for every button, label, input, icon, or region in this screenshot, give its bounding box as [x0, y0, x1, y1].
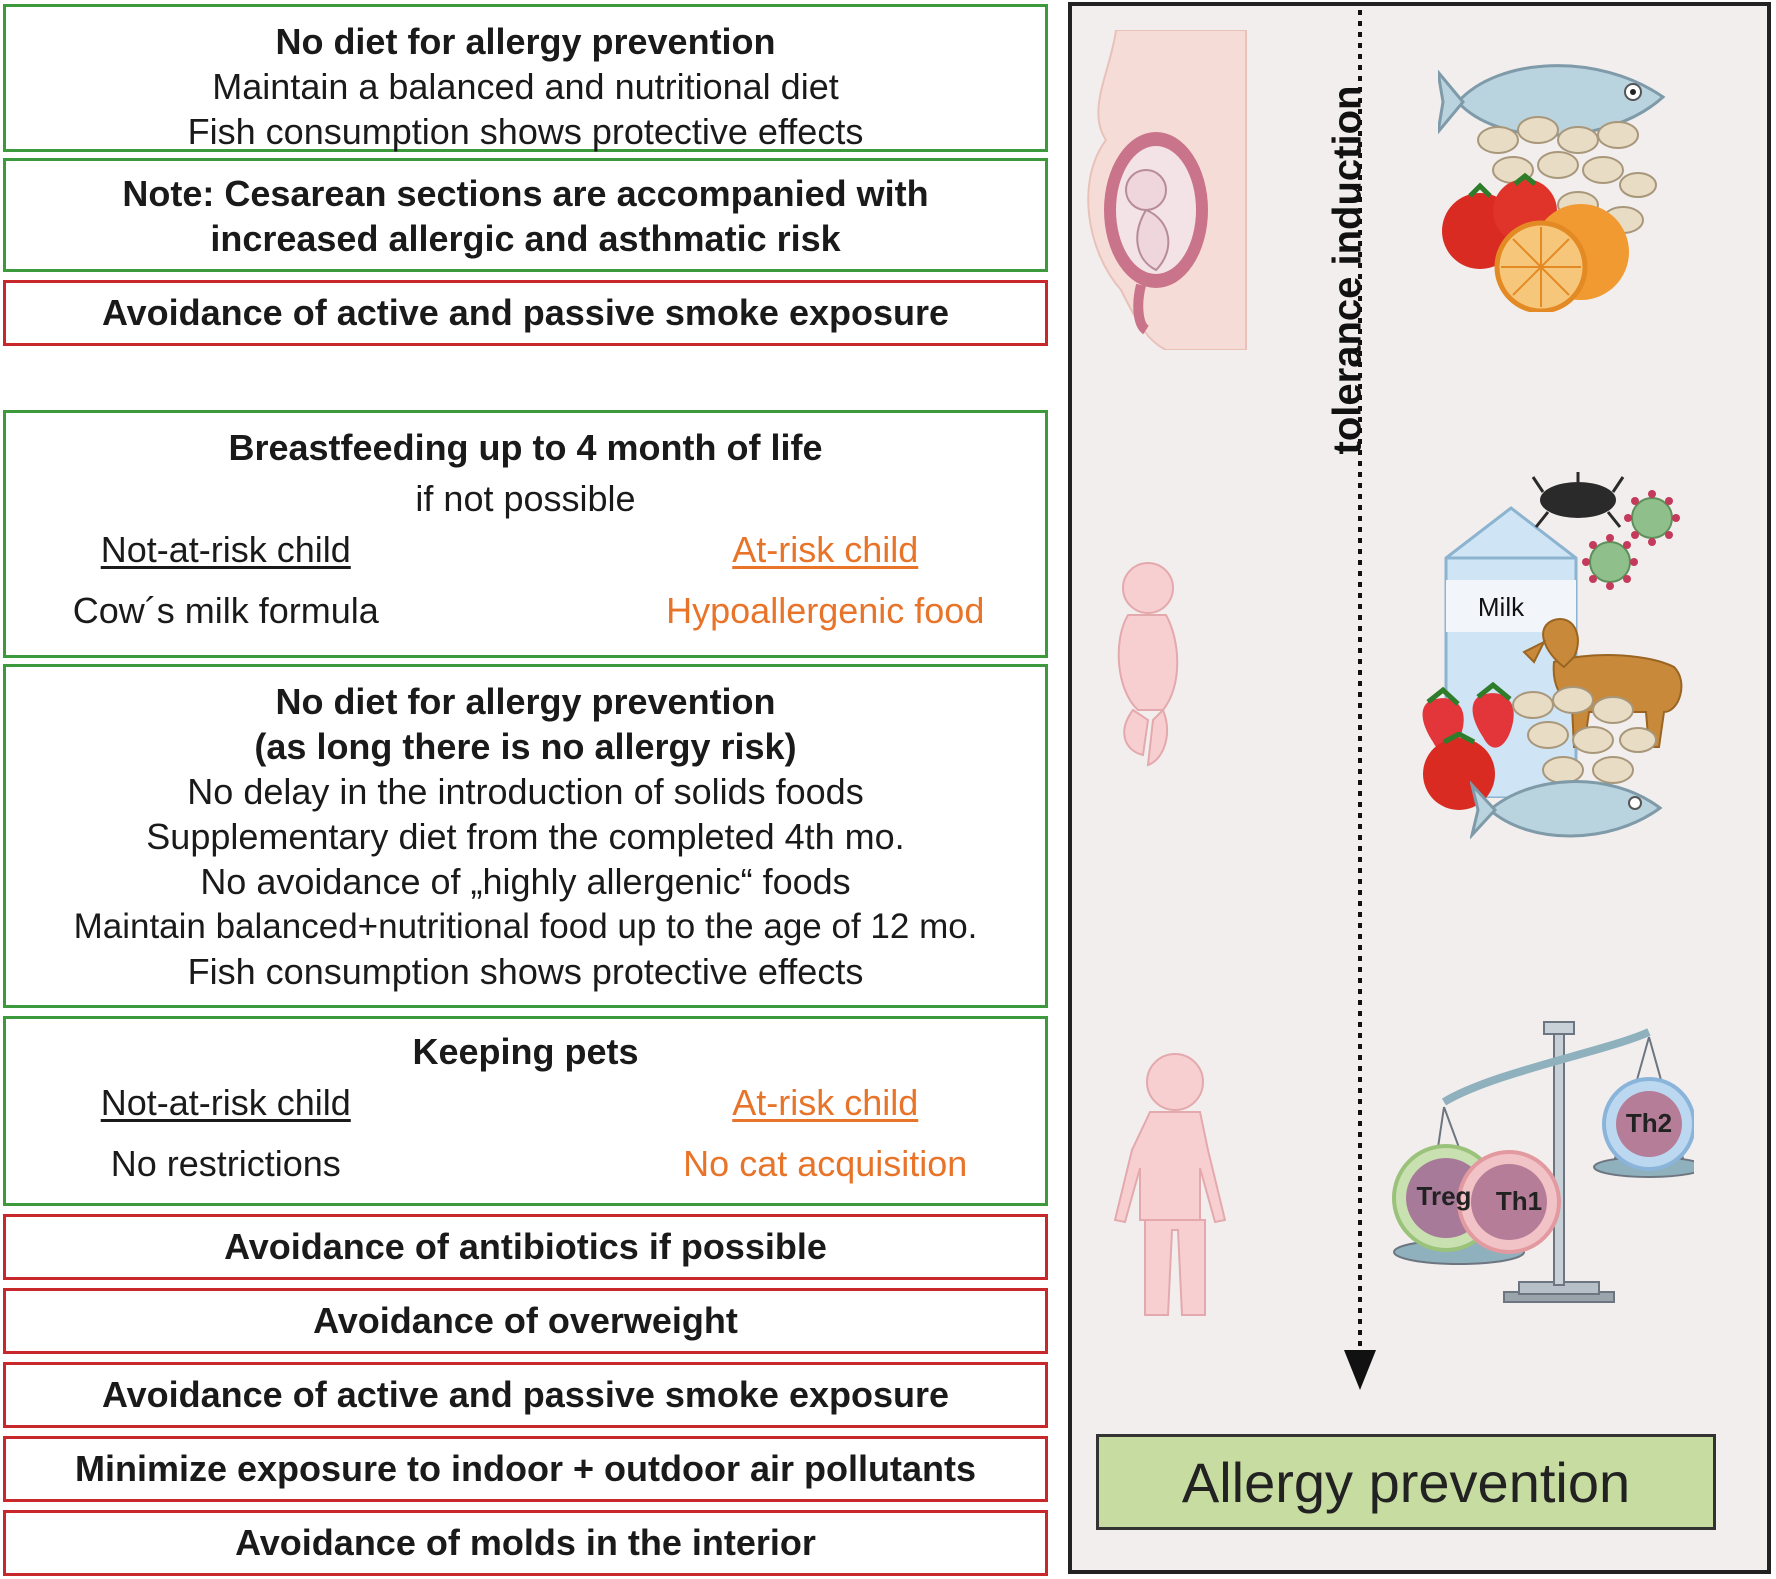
- infant-diet-line2: Supplementary diet from the completed 4t…: [146, 816, 905, 857]
- tolerance-induction-label: tolerance induction: [1318, 40, 1378, 500]
- overweight-text: Avoidance of overweight: [313, 1300, 738, 1341]
- tolerance-arrow: [1344, 10, 1376, 1390]
- infant-diet-title2: (as long there is no allergy risk): [254, 726, 797, 767]
- infant-diet-line1: No delay in the introduction of solids f…: [187, 771, 864, 812]
- breastfeeding-not-at-risk-value: Cow´s milk formula: [72, 590, 379, 631]
- balance-scale-icon: Treg Th1 Th2: [1392, 1021, 1694, 1303]
- antibiotics-box: Avoidance of antibiotics if possible: [3, 1214, 1048, 1280]
- breastfeeding-at-risk-value: Hypoallergenic food: [666, 590, 985, 631]
- breastfeeding-not-at-risk-label: Not-at-risk child: [100, 529, 351, 570]
- pets-not-at-risk-label: Not-at-risk child: [100, 1082, 351, 1123]
- treg-label: Treg: [1417, 1181, 1472, 1211]
- virus-icon: [1582, 534, 1638, 590]
- infant-diet-box: No diet for allergy prevention (as long …: [3, 664, 1048, 1008]
- pregnancy-diet-title: No diet for allergy prevention: [275, 21, 776, 62]
- pregnant-woman-icon: [1087, 30, 1247, 350]
- breastfeeding-box: Breastfeeding up to 4 month of life if n…: [3, 410, 1048, 658]
- tolerance-induction-text: tolerance induction: [1325, 85, 1370, 455]
- pregnancy-diet-line1: Maintain a balanced and nutritional diet: [212, 66, 839, 107]
- pets-box: Keeping pets Not-at-risk child At-risk c…: [3, 1016, 1048, 1206]
- molds-box: Avoidance of molds in the interior: [3, 1510, 1048, 1576]
- pets-at-risk-label: At-risk child: [732, 1082, 919, 1123]
- pets-not-at-risk-value: No restrictions: [110, 1143, 341, 1184]
- smoke-pregnancy-text: Avoidance of active and passive smoke ex…: [101, 292, 950, 333]
- smoke-pregnancy-box: Avoidance of active and passive smoke ex…: [3, 280, 1048, 346]
- fish-icon: [1470, 780, 1663, 840]
- breastfeeding-title: Breastfeeding up to 4 month of life: [228, 427, 823, 468]
- smoke-child-box: Avoidance of active and passive smoke ex…: [3, 1362, 1048, 1428]
- th2-label: Th2: [1626, 1108, 1672, 1138]
- orange-icon: [1494, 204, 1629, 312]
- overweight-box: Avoidance of overweight: [3, 1288, 1048, 1354]
- allergy-prevention-text: Allergy prevention: [1181, 1450, 1631, 1514]
- pets-at-risk-value: No cat acquisition: [683, 1143, 968, 1184]
- molds-text: Avoidance of molds in the interior: [235, 1522, 816, 1563]
- virus-icon: [1624, 490, 1680, 546]
- fish-icon: [1438, 64, 1666, 137]
- infant-diet-line3: No avoidance of „highly allergenic“ food…: [200, 861, 851, 902]
- infant-diet-title1: No diet for allergy prevention: [275, 681, 776, 722]
- toddler-icon: [1113, 1053, 1227, 1316]
- allergy-prevention-box: Allergy prevention: [1096, 1434, 1716, 1530]
- th1-label: Th1: [1496, 1186, 1542, 1216]
- cesarean-note-line1: Note: Cesarean sections are accompanied …: [122, 173, 929, 214]
- strawberry-icon: [1422, 682, 1514, 753]
- cesarean-note-line2: increased allergic and asthmatic risk: [210, 218, 841, 259]
- nuts-icon: [1512, 686, 1657, 784]
- infant-diet-line4: Maintain balanced+nutritional food up to…: [73, 907, 978, 946]
- infant-diet-line5: Fish consumption shows protective effect…: [187, 951, 864, 992]
- cesarean-note-box: Note: Cesarean sections are accompanied …: [3, 158, 1048, 272]
- pets-title: Keeping pets: [412, 1031, 639, 1072]
- pregnancy-diet-line2: Fish consumption shows protective effect…: [187, 111, 864, 152]
- milk-label: Milk: [1478, 592, 1525, 622]
- pregnancy-diet-box: No diet for allergy prevention Maintain …: [3, 4, 1048, 152]
- air-pollutants-text: Minimize exposure to indoor + outdoor ai…: [74, 1448, 977, 1489]
- smoke-child-text: Avoidance of active and passive smoke ex…: [101, 1374, 950, 1415]
- antibiotics-text: Avoidance of antibiotics if possible: [224, 1226, 827, 1267]
- breastfeeding-at-risk-label: At-risk child: [732, 529, 919, 570]
- dust-mite-icon: [1531, 472, 1625, 528]
- breastfeeding-subtitle: if not possible: [415, 478, 636, 519]
- infant-icon: [1117, 562, 1179, 767]
- air-pollutants-box: Minimize exposure to indoor + outdoor ai…: [3, 1436, 1048, 1502]
